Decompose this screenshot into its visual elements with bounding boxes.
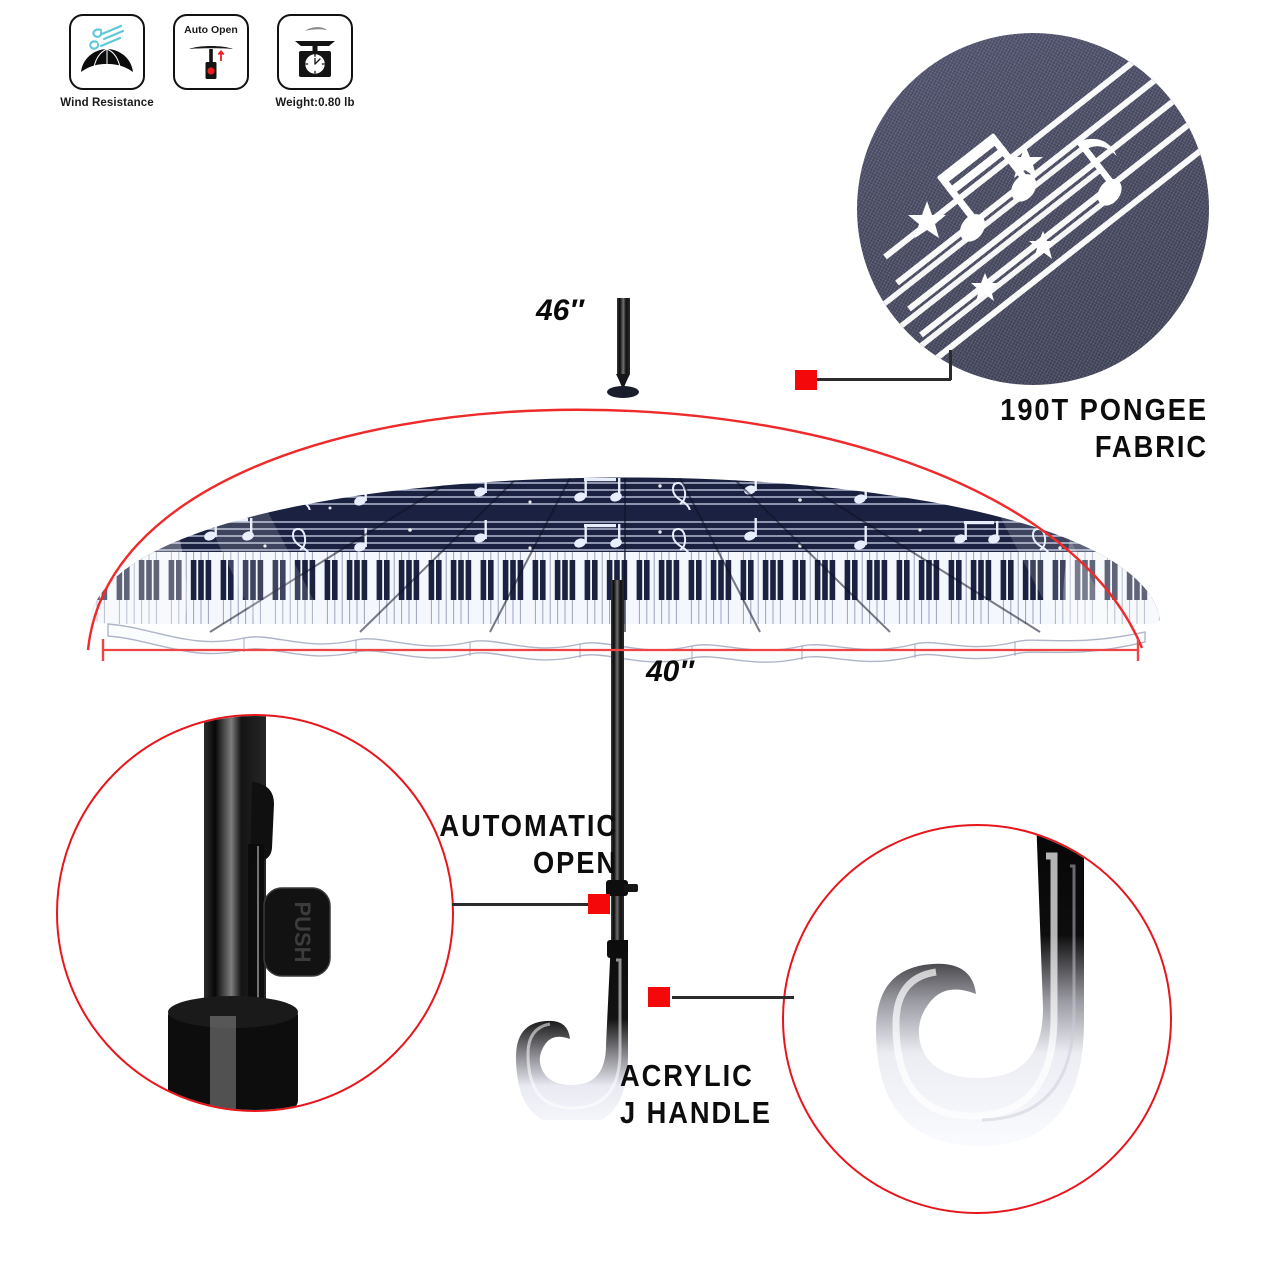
fabric-callout-line2: FABRIC [1094, 428, 1208, 464]
wind-umbrella-icon [69, 14, 145, 90]
fabric-callout-line1: 190T PONGEE [1000, 392, 1208, 427]
fabric-callout-label: 190T PONGEE FABRIC [838, 392, 1208, 465]
auto-open-leader-line [452, 903, 590, 906]
umbrella-shaft [611, 580, 624, 940]
fabric-leader-vertical [949, 350, 952, 380]
feature-badge-auto-open: Auto Open [170, 14, 252, 109]
push-button: PUSH [263, 887, 331, 977]
handle-callout-marker [648, 987, 670, 1007]
auto-open-catch [606, 880, 638, 896]
auto-open-callout-line1: AUTOMATIC [439, 808, 618, 843]
kitchen-scale-icon [277, 14, 353, 90]
handle-detail-circle [782, 824, 1172, 1214]
fabric-callout-marker [795, 370, 817, 390]
fabric-leader-horizontal [817, 378, 951, 381]
handle-callout-label: ACRYLIC J HANDLE [620, 1058, 954, 1131]
handle-leader-line [672, 996, 794, 999]
arc-dimension-label: 46″ [536, 294, 584, 327]
feature-badge-row: Wind Resistance Auto Open [60, 14, 356, 109]
auto-open-detail-circle: PUSH [56, 714, 454, 1112]
feature-badge-weight: Weight:0.80 lb [274, 14, 356, 109]
handle-callout-line1: ACRYLIC [620, 1058, 754, 1093]
arc-dimension-line [86, 408, 1144, 651]
auto-open-inner-label: Auto Open [184, 24, 238, 36]
auto-open-icon: Auto Open [173, 14, 249, 90]
width-dimension-label: 40″ [646, 655, 694, 688]
fabric-detail-circle [857, 33, 1209, 385]
push-button-text: PUSH [290, 901, 315, 962]
feature-label-weight: Weight:0.80 lb [275, 97, 355, 109]
feature-badge-wind-resistance: Wind Resistance [60, 14, 154, 109]
umbrella-illustration [60, 280, 1190, 1120]
umbrella-ferrule [607, 298, 639, 398]
runner-collar [168, 996, 298, 1110]
auto-open-callout-marker [588, 894, 610, 914]
auto-open-callout-line2: OPEN [532, 844, 618, 880]
acrylic-j-handle [516, 940, 628, 1120]
feature-label-wind-resistance: Wind Resistance [60, 97, 154, 109]
auto-open-callout-label: AUTOMATIC OPEN [319, 808, 618, 881]
handle-callout-line2: J HANDLE [620, 1094, 772, 1130]
